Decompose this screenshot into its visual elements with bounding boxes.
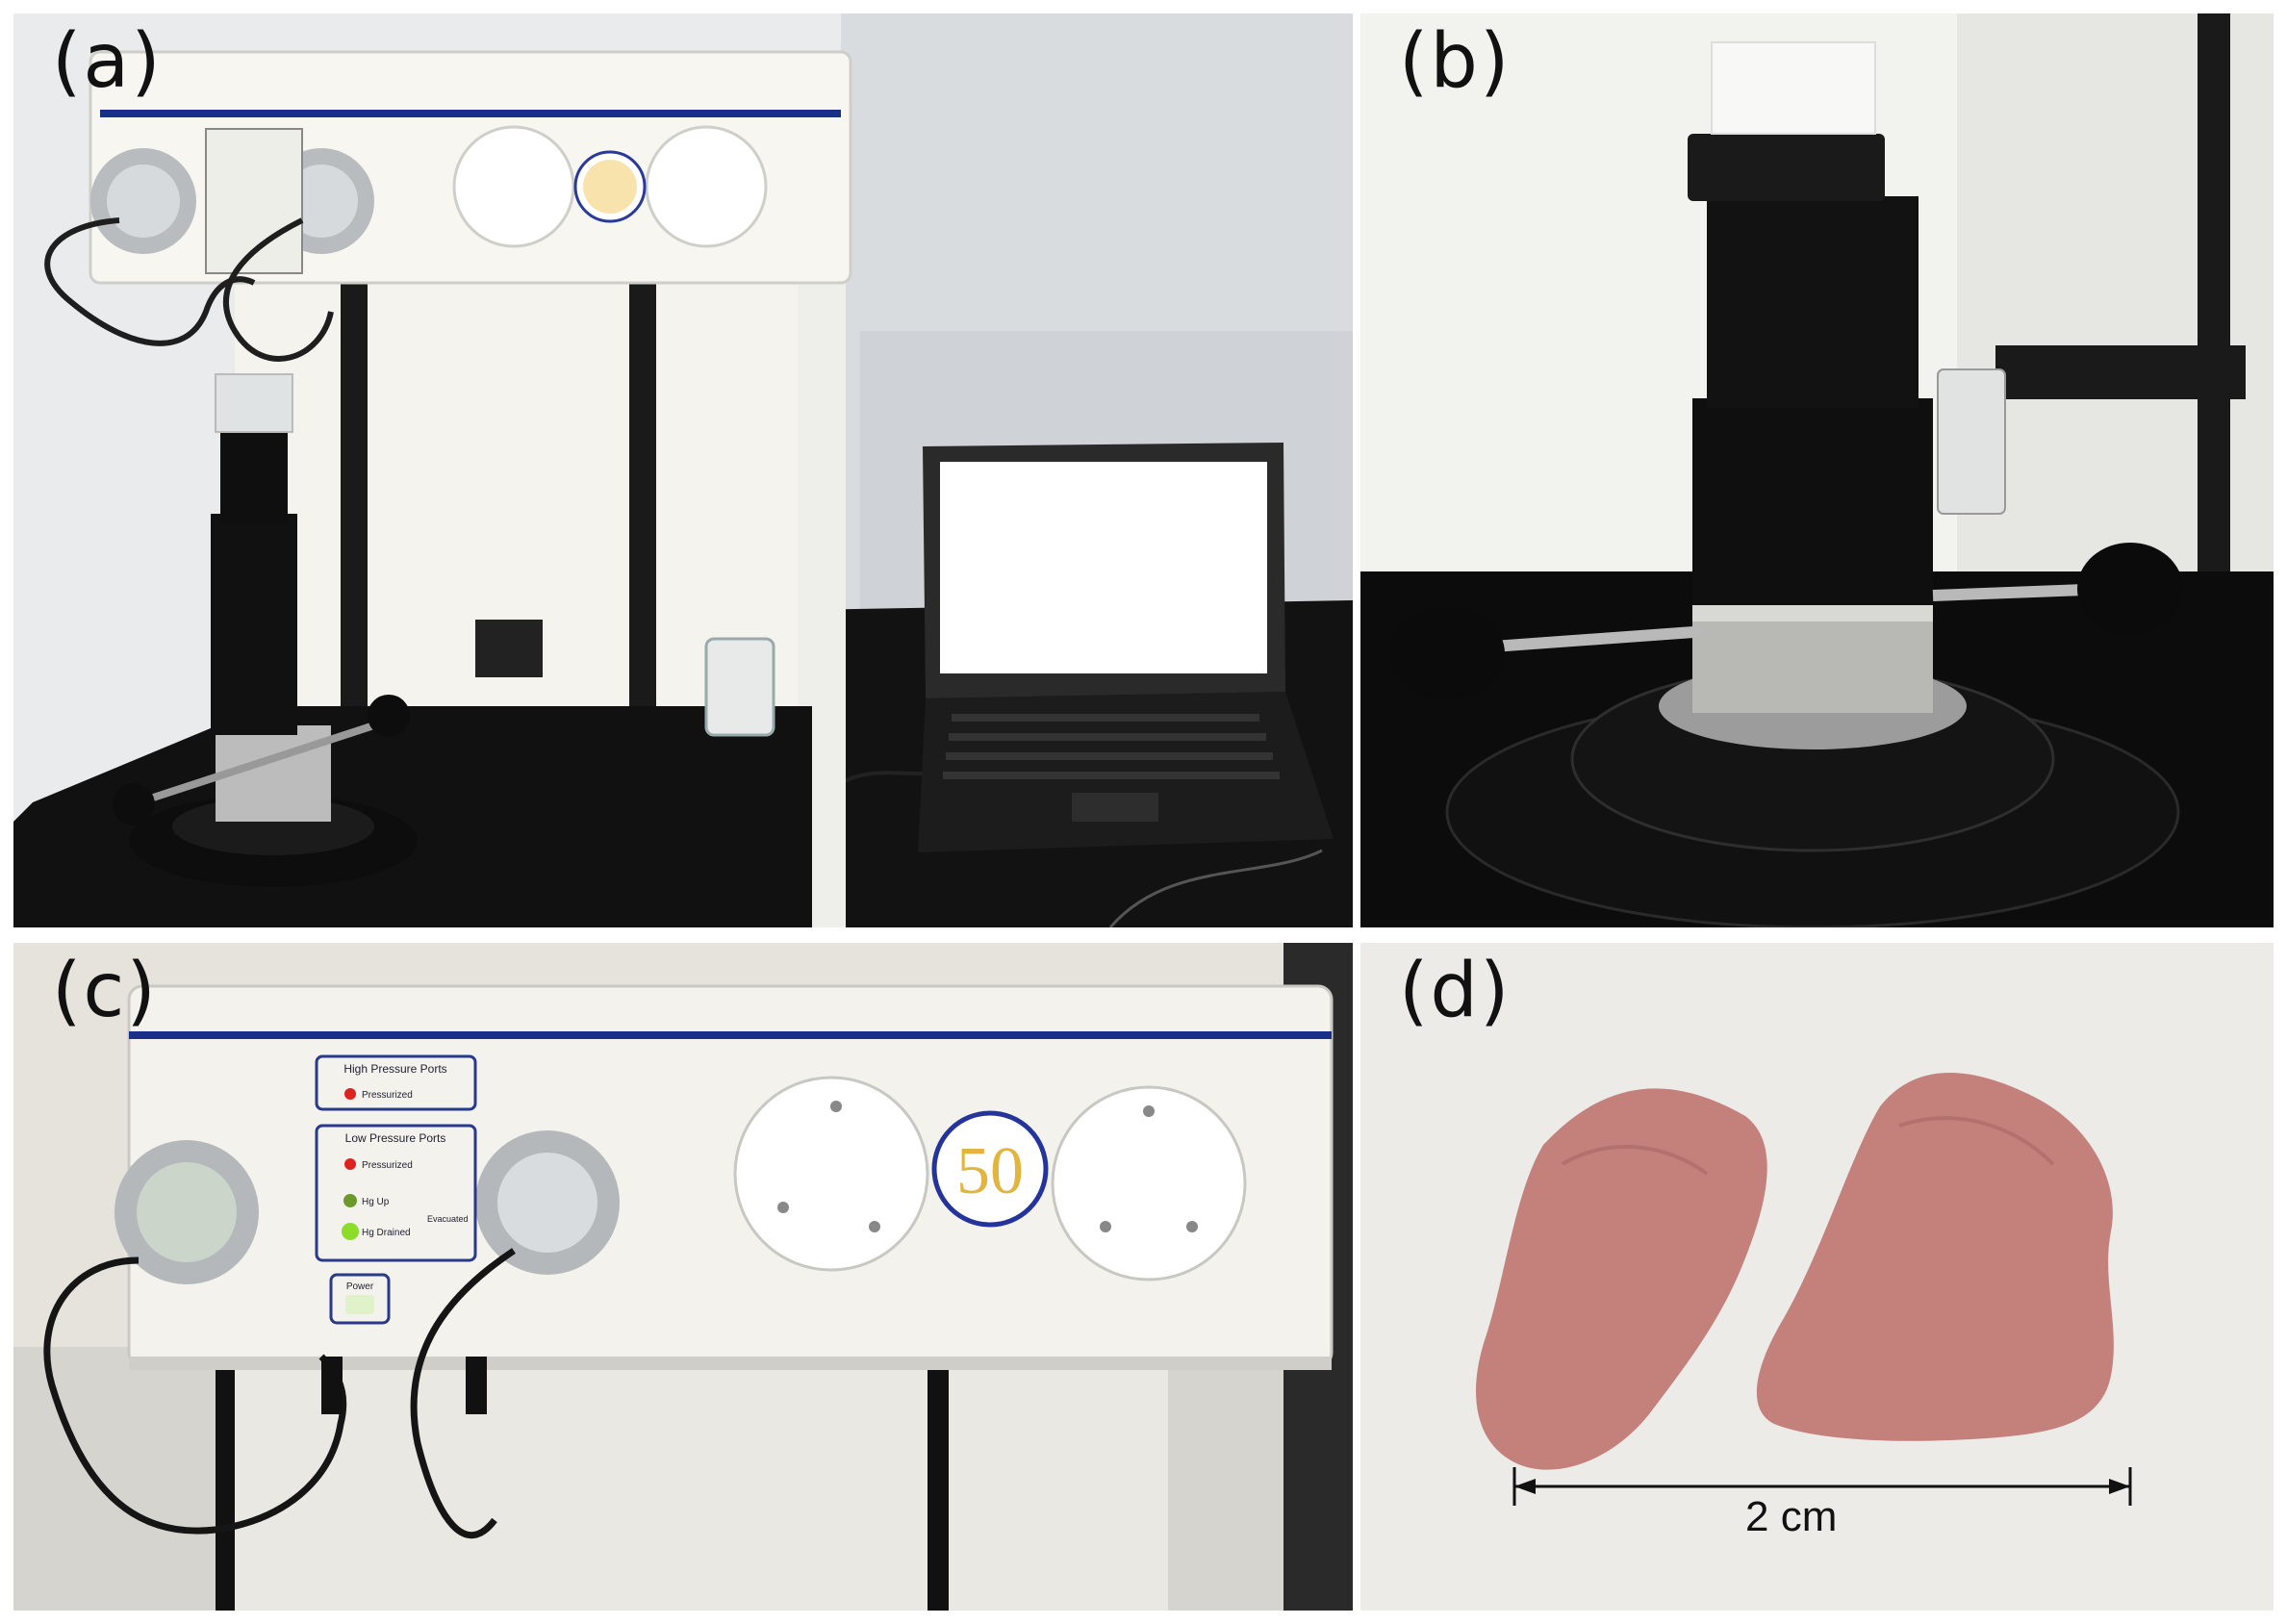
svg-text:Evacuated: Evacuated xyxy=(427,1214,469,1224)
svg-text:50: 50 xyxy=(956,1134,1024,1208)
panel-b: (b) xyxy=(1360,13,2274,927)
hg-up-led-icon xyxy=(343,1194,357,1207)
panel-d: 2 cm (d) xyxy=(1360,943,2274,1611)
panel-b-label: (b) xyxy=(1399,18,1512,105)
power-button xyxy=(345,1295,374,1314)
svg-text:Pressurized: Pressurized xyxy=(362,1090,413,1101)
anniversary-badge-icon xyxy=(931,1110,1049,1228)
svg-text:Power: Power xyxy=(346,1281,374,1292)
scale-bar-label: 2 cm xyxy=(1745,1493,1838,1540)
panel-b-photo xyxy=(1360,13,2274,927)
svg-text:High Pressure Ports: High Pressure Ports xyxy=(343,1062,446,1076)
panel-d-label: (d) xyxy=(1399,948,1512,1034)
svg-text:Low Pressure Ports: Low Pressure Ports xyxy=(345,1131,446,1145)
panel-a: (a) xyxy=(13,13,1353,927)
hg-drained-led-icon xyxy=(342,1223,359,1240)
sample-fragment-left xyxy=(1476,1088,1767,1470)
panel-c: 50 High Pressure Ports Pressurized Low P… xyxy=(13,943,1353,1611)
panel-c-label: (c) xyxy=(52,948,158,1034)
svg-text:Hg Drained: Hg Drained xyxy=(362,1228,411,1238)
panel-a-photo xyxy=(13,13,1353,927)
high-pressure-led-icon xyxy=(344,1088,356,1100)
panel-a-label: (a) xyxy=(52,18,163,105)
panel-c-photo: 50 High Pressure Ports Pressurized Low P… xyxy=(13,943,1353,1611)
laptop-screen xyxy=(940,462,1267,673)
svg-text:Hg Up: Hg Up xyxy=(362,1197,390,1207)
svg-text:Pressurized: Pressurized xyxy=(362,1160,413,1171)
sample-fragment-right xyxy=(1756,1073,2114,1441)
panel-d-photo xyxy=(1360,943,2274,1611)
low-pressure-led-icon xyxy=(344,1158,356,1170)
